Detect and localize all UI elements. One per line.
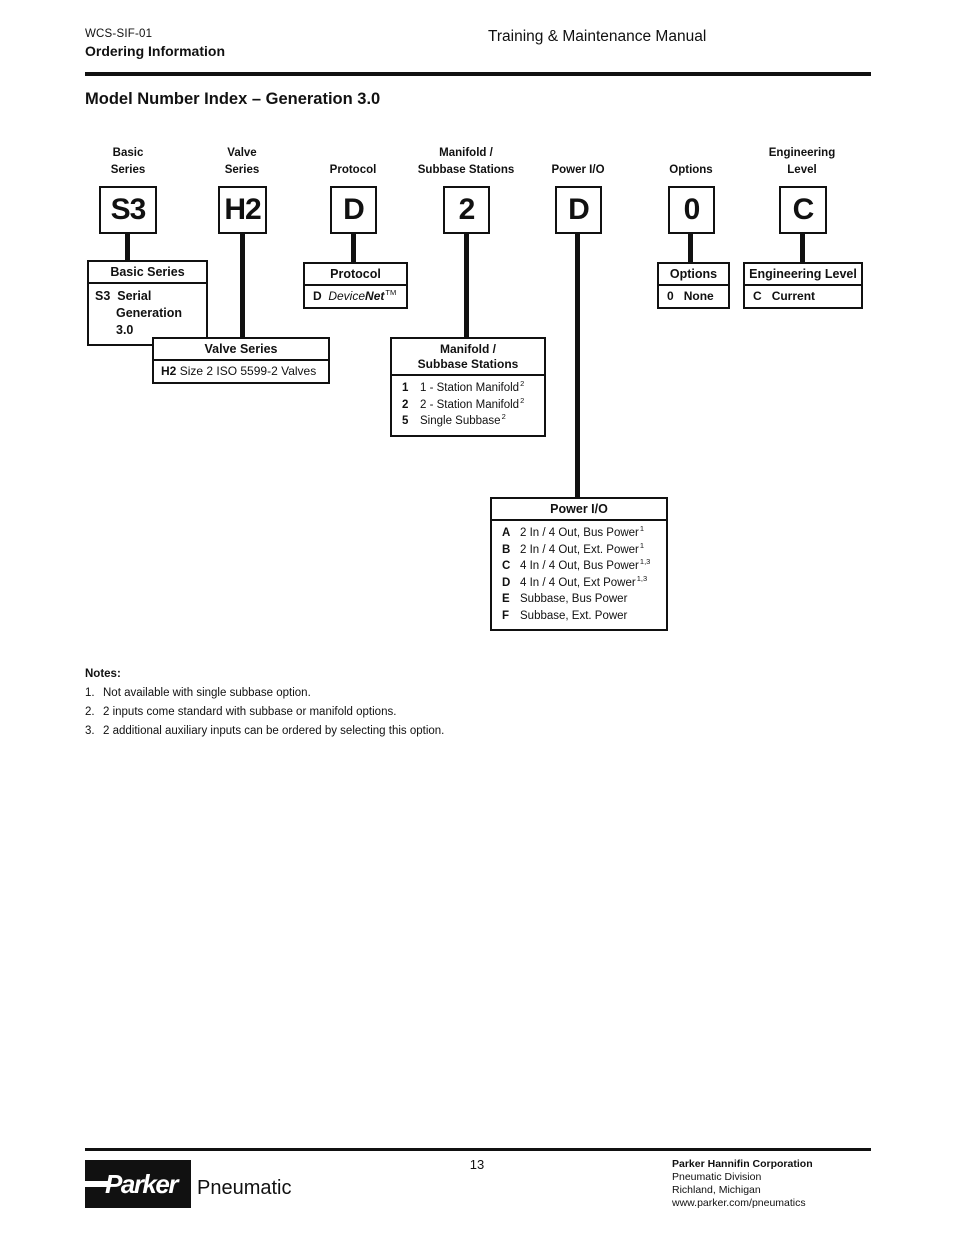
detail-box-protocol: Protocol D DeviceNetTM	[303, 262, 408, 309]
code-box-options: 0	[668, 186, 715, 234]
column-heading-power-io: Power I/O	[551, 164, 605, 176]
detail-box-valve-series: Valve Series H2 Size 2 ISO 5599-2 Valves	[152, 337, 330, 384]
code-box-protocol: D	[330, 186, 377, 234]
detail-box-basic-series: Basic Series S3 Serial Generation 3.0	[87, 260, 208, 346]
detail-title-manifold-stations: Manifold / Subbase Stations	[392, 339, 544, 376]
detail-body-engineering-level: C Current	[745, 286, 861, 307]
engineering-level-code: C	[753, 289, 762, 303]
column-heading-protocol: Protocol	[329, 164, 377, 176]
detail-box-manifold-stations: Manifold / Subbase Stations 1 1 - Statio…	[390, 337, 546, 437]
manifold-row: 1 1 - Station Manifold2	[402, 379, 525, 394]
basic-series-line2: Generation 3.0	[116, 306, 182, 337]
column-heading-basic-series: Basic Series	[110, 147, 146, 176]
protocol-code: D	[313, 289, 322, 303]
detail-body-options: 0 None	[659, 286, 728, 307]
power-io-row: C 4 In / 4 Out, Bus Power1,3	[502, 557, 651, 572]
note-item: 2. 2 inputs come standard with subbase o…	[85, 706, 397, 718]
detail-box-power-io: Power I/O A 2 In / 4 Out, Bus Power1 B 2…	[490, 497, 668, 631]
detail-body-valve-series: H2 Size 2 ISO 5599-2 Valves	[154, 361, 328, 382]
manual-title: Training & Maintenance Manual	[488, 28, 707, 45]
detail-title-basic-series: Basic Series	[89, 262, 206, 284]
detail-box-options: Options 0 None	[657, 262, 730, 309]
code-box-manifold-stations: 2	[443, 186, 490, 234]
page-title: Model Number Index – Generation 3.0	[85, 90, 381, 108]
parker-logo-text: Parker	[105, 1168, 178, 1199]
valve-series-code: H2	[161, 364, 177, 378]
protocol-name-italic: Device	[328, 289, 366, 303]
notes-section: Notes: 1. Not available with single subb…	[85, 668, 444, 737]
code-box-basic-series: S3	[99, 186, 157, 234]
protocol-name-bold: Net	[365, 289, 385, 303]
parker-logo-stripe	[85, 1181, 111, 1187]
connector-manifold	[464, 232, 469, 339]
basic-series-code: S3	[95, 289, 111, 303]
column-heading-engineering-level: Engineering Level	[768, 147, 836, 176]
power-io-row: F Subbase, Ext. Power	[502, 609, 628, 622]
basic-series-line1: Serial	[117, 289, 152, 303]
header-rule	[85, 72, 871, 76]
detail-title-protocol: Protocol	[305, 264, 406, 286]
footer-location: Richland, Michigan	[672, 1184, 761, 1196]
detail-title-power-io: Power I/O	[492, 499, 666, 521]
detail-body-basic-series: S3 Serial Generation 3.0	[89, 284, 206, 344]
code-box-valve-series: H2	[218, 186, 267, 234]
options-desc: None	[683, 289, 714, 303]
footer-company: Parker Hannifin Corporation	[672, 1158, 813, 1170]
connector-valve-series	[240, 232, 245, 339]
options-code: 0	[667, 289, 674, 303]
valve-series-desc: Size 2 ISO 5599-2 Valves	[179, 364, 317, 378]
connector-engineering-level	[800, 232, 805, 266]
connector-protocol	[351, 232, 356, 266]
engineering-level-desc: Current	[771, 289, 816, 303]
manifold-row: 2 2 - Station Manifold2	[402, 395, 525, 411]
page-number: 13	[469, 1157, 485, 1172]
protocol-trademark: TM	[385, 288, 397, 297]
code-box-power-io: D	[555, 186, 602, 234]
detail-box-engineering-level: Engineering Level C Current	[743, 262, 863, 309]
power-io-row: E Subbase, Bus Power	[502, 593, 628, 605]
detail-body-protocol: D DeviceNetTM	[305, 286, 406, 307]
detail-body-power-io: A 2 In / 4 Out, Bus Power1 B 2 In / 4 Ou…	[492, 521, 666, 629]
code-box-engineering-level: C	[779, 186, 827, 234]
detail-title-options: Options	[659, 264, 728, 286]
parker-logo-division: Pneumatic	[197, 1177, 292, 1199]
manifold-row: 5 Single Subbase2	[402, 412, 506, 427]
detail-body-manifold-stations: 1 1 - Station Manifold2 2 2 - Station Ma…	[392, 376, 544, 435]
detail-title-valve-series: Valve Series	[154, 339, 328, 361]
connector-power-io	[575, 232, 580, 499]
notes-title: Notes:	[85, 668, 121, 680]
footer-website: www.parker.com/pneumatics	[672, 1197, 806, 1209]
power-io-row: D 4 In / 4 Out, Ext Power1,3	[502, 573, 648, 589]
column-heading-options: Options	[669, 164, 713, 176]
note-item: 3. 2 additional auxiliary inputs can be …	[85, 725, 445, 737]
footer-company-block: Parker Hannifin Corporation Pneumatic Di…	[672, 1158, 813, 1210]
column-heading-valve-series: Valve Series	[224, 147, 260, 176]
power-io-row: A 2 In / 4 Out, Bus Power1	[502, 524, 645, 539]
parker-logo: Parker	[85, 1160, 191, 1208]
footer-division: Pneumatic Division	[672, 1171, 762, 1183]
document-code: WCS-SIF-01	[85, 28, 153, 40]
detail-title-engineering-level: Engineering Level	[745, 264, 861, 286]
connector-options	[688, 232, 693, 266]
power-io-row: B 2 In / 4 Out, Ext. Power1	[502, 540, 645, 556]
note-item: 1. Not available with single subbase opt…	[85, 687, 311, 699]
footer-rule	[85, 1148, 871, 1151]
section-title: Ordering Information	[85, 43, 225, 59]
column-heading-manifold-stations: Manifold / Subbase Stations	[417, 147, 515, 176]
